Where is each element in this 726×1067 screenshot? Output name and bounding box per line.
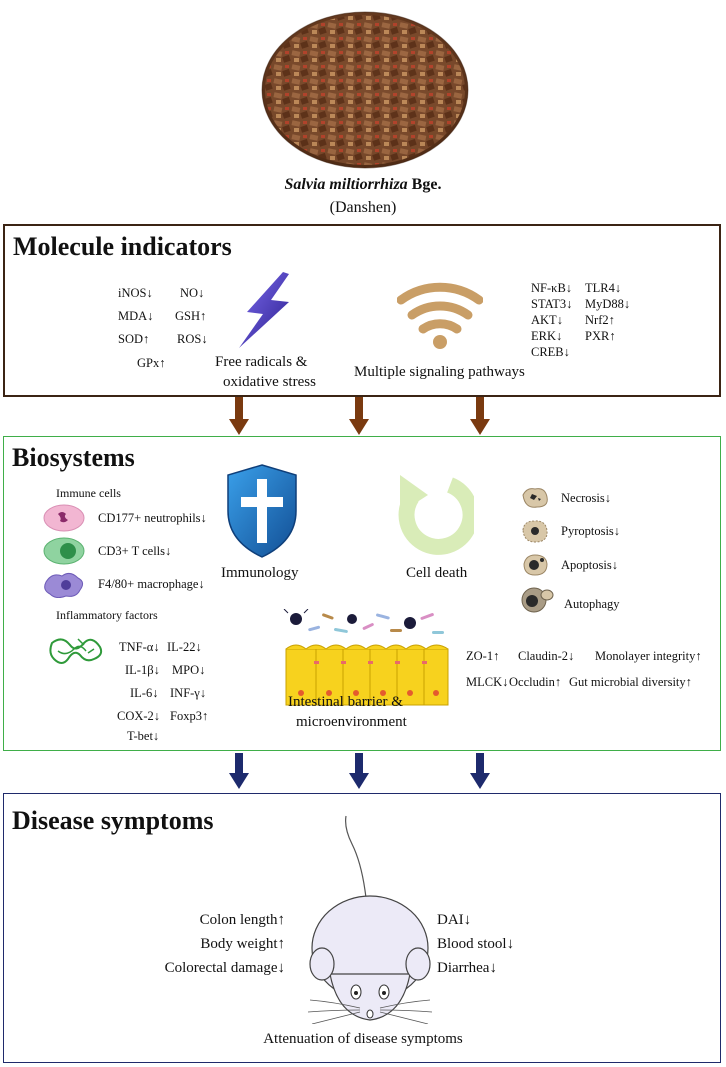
cytokine-protein-icon [49,638,103,664]
marker-myd88: MyD88↓ [585,297,631,311]
apoptosis-icon [523,554,548,576]
brown-arrow-1 [229,397,249,435]
barrier-label-2: microenvironment [296,714,407,730]
wifi-signal-icon [397,282,483,349]
intestinal-barrier-image [283,609,449,706]
macrophage-icon [44,572,84,598]
navy-arrows [229,753,490,789]
autophagy-icon [521,587,554,613]
symptom-colorectal-damage: Colorectal damage↓ [164,960,285,976]
factor-cox2: COX-2↓ [117,709,161,723]
cell-death-cycle-icon [398,475,474,555]
danshen-herb-image [261,11,469,169]
cell-death-pyroptosis: Pyroptosis↓ [561,524,621,538]
barrier-claudin2: Claudin-2↓ [518,649,575,663]
marker-tlr4: TLR4↓ [585,281,622,295]
mouse-illustration [307,815,433,1024]
cell-death-autophagy: Autophagy [564,597,620,611]
brown-arrows [229,397,490,435]
symptom-diarrhea: Diarrhea↓ [437,960,497,976]
marker-gpx: GPx↑ [137,356,166,370]
marker-pxr: PXR↑ [585,329,616,343]
immunology-label: Immunology [221,565,299,581]
factor-tbet: T-bet↓ [127,729,160,743]
immunology-shield-icon [227,464,297,558]
brown-arrow-3 [470,397,490,435]
species-name: Salvia miltiorrhiza Bge. [0,176,726,194]
symptom-body-weight: Body weight↑ [200,936,285,952]
immune-cell-macrophage: F4/80+ macrophage↓ [98,577,205,591]
factor-il22: IL-22↓ [167,640,202,654]
marker-creb: CREB↓ [531,345,570,359]
barrier-occludin: Occludin↑ [509,675,562,689]
oxidative-label-1: Free radicals & [215,354,308,370]
cell-death-label: Cell death [406,565,468,581]
disease-symptoms-title: Disease symptoms [12,806,214,835]
barrier-monolayer: Monolayer integrity↑ [595,649,702,663]
biosystems-title: Biosystems [12,443,135,472]
factor-mpo: MPO↓ [172,663,206,677]
disease-symptoms-panel: Disease symptoms Colon length↑ Body weig… [3,793,721,1063]
marker-mda: MDA↓ [118,309,154,323]
factor-infg: INF-γ↓ [170,686,207,700]
biosystems-panel: Biosystems Immune cells CD177+ neutrophi… [3,436,721,751]
factor-il6: IL-6↓ [130,686,159,700]
marker-gsh: GSH↑ [175,309,207,323]
attenuation-footer: Attenuation of disease symptoms [263,1031,463,1047]
barrier-mlck: MLCK↓ [466,675,509,689]
species-italic: Salvia miltiorrhiza [284,176,408,193]
symptom-dai: DAI↓ [437,912,472,928]
marker-stat3: STAT3↓ [531,297,573,311]
marker-nfkb: NF-κB↓ [531,281,573,295]
marker-nrf2: Nrf2↑ [585,313,615,327]
factor-il1b: IL-1β↓ [125,663,160,677]
inflammatory-factors-label: Inflammatory factors [56,608,158,622]
symptom-colon-length: Colon length↑ [199,912,285,928]
intestinal-epithelium [285,644,449,706]
gut-microbes [283,609,444,634]
marker-inos: iNOS↓ [118,286,153,300]
marker-sod: SOD↑ [118,332,150,346]
barrier-microbial-diversity: Gut microbial diversity↑ [569,675,692,689]
marker-no: NO↓ [180,286,205,300]
pyroptosis-icon [522,520,548,543]
factor-tnf: TNF-α↓ [119,640,160,654]
navy-arrow-3 [470,753,490,789]
brown-arrow-2 [349,397,369,435]
cell-death-necrosis: Necrosis↓ [561,491,611,505]
immune-cell-neutrophils: CD177+ neutrophils↓ [98,511,207,525]
neutrophil-icon [43,504,85,532]
necrosis-icon [522,488,548,508]
barrier-label-1: Intestinal barrier & [288,694,403,710]
common-name: (Danshen) [329,199,397,216]
marker-erk: ERK↓ [531,329,563,343]
cell-death-apoptosis: Apoptosis↓ [561,558,618,572]
lightning-bolt-icon [239,272,289,348]
molecule-indicators-title: Molecule indicators [13,232,232,261]
factor-foxp3: Foxp3↑ [170,709,209,723]
marker-akt: AKT↓ [531,313,563,327]
immune-cells-label: Immune cells [56,486,121,500]
symptom-blood-stool: Blood stool↓ [437,936,515,952]
navy-arrow-1 [229,753,249,789]
oxidative-label-2: oxidative stress [223,374,316,390]
navy-arrow-2 [349,753,369,789]
immune-cell-t-cells: CD3+ T cells↓ [98,544,172,558]
t-cell-icon [43,537,85,565]
species-suffix: Bge. [407,176,442,193]
molecule-indicators-panel: Molecule indicators iNOS↓ NO↓ MDA↓ GSH↑ … [3,224,721,397]
barrier-zo1: ZO-1↑ [466,649,500,663]
marker-ros: ROS↓ [177,332,208,346]
signaling-label: Multiple signaling pathways [354,364,525,380]
